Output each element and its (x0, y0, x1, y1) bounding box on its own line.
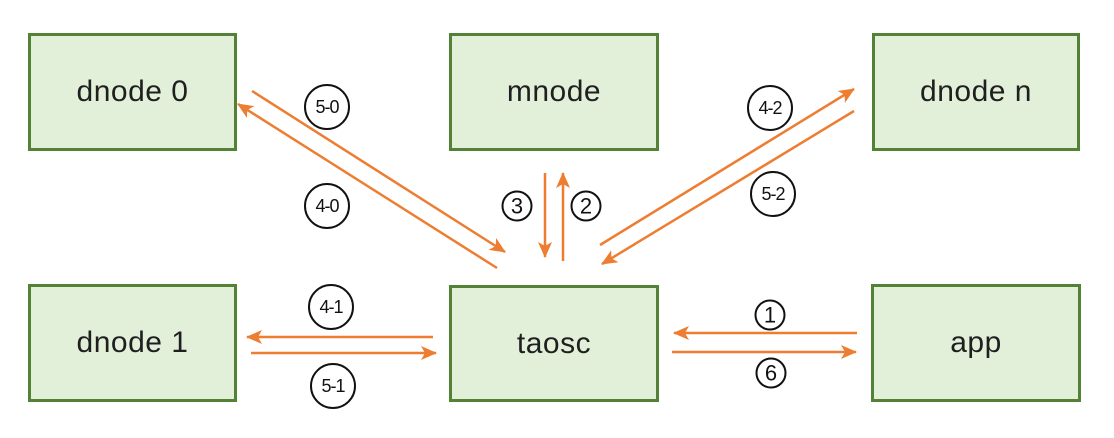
node-dnode-1: dnode 1 (28, 284, 237, 402)
node-mnode-label: mnode (506, 75, 602, 108)
edge-label-5-1: 5-1 (310, 363, 356, 409)
node-dnode-0: dnode 0 (28, 33, 237, 151)
edge-label-1: 1 (754, 299, 786, 331)
arrow-5-2-dnoden-to-taosc (601, 109, 855, 266)
node-app: app (871, 284, 1081, 402)
edge-label-2: 2 (570, 190, 602, 222)
node-taosc: taosc (449, 285, 659, 402)
node-dnode-n: dnode n (872, 33, 1080, 151)
arrow-4-2-taosc-to-dnoden (599, 87, 855, 247)
node-dnode-n-label: dnode n (920, 75, 1032, 108)
edge-label-4-1: 4-1 (308, 284, 354, 330)
edge-label-6: 6 (755, 357, 787, 389)
node-app-label: app (950, 326, 1002, 359)
arrow-5-0-dnode0-to-taosc (251, 89, 506, 254)
edge-label-5-2: 5-2 (750, 171, 796, 217)
node-mnode: mnode (449, 33, 659, 151)
edge-label-4-0: 4-0 (304, 183, 350, 229)
edge-label-4-2: 4-2 (747, 85, 793, 131)
node-dnode-1-label: dnode 1 (76, 326, 189, 359)
arrow-4-0-taosc-to-dnode0 (237, 102, 498, 270)
edge-label-3: 3 (501, 190, 533, 222)
node-taosc-label: taosc (516, 326, 592, 360)
node-dnode-0-label: dnode 0 (76, 75, 189, 108)
edge-label-5-0: 5-0 (304, 84, 350, 130)
